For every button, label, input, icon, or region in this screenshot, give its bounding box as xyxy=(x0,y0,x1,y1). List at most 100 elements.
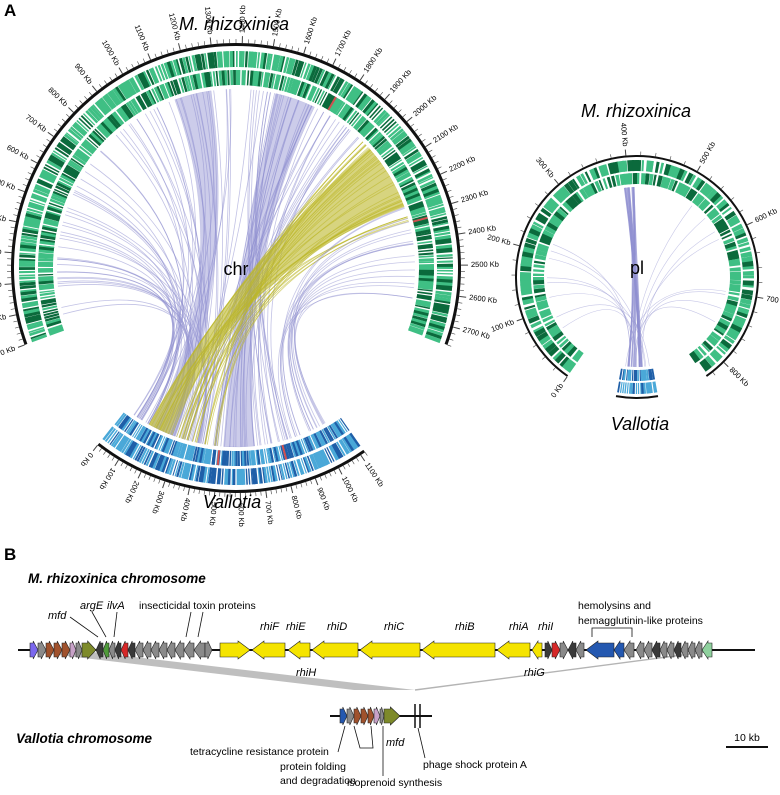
chr-top-gene-inner xyxy=(416,237,432,242)
chr-top-gene-outer xyxy=(381,118,395,131)
chr-top-gene-inner xyxy=(321,93,332,108)
pl-top-gene-outer xyxy=(731,223,744,233)
chr-top-gene-inner xyxy=(201,72,207,88)
chr-top-gene-outer xyxy=(20,288,37,293)
chr-tick xyxy=(454,214,459,216)
chr-bottom-gene-outer xyxy=(282,463,288,480)
chr-top-gene-outer xyxy=(377,114,391,127)
chr-top-gene-inner xyxy=(52,190,68,199)
pl-top-gene-outer xyxy=(709,192,722,204)
chr-link-collinear xyxy=(57,258,205,443)
pl-bottom-gene-inner xyxy=(651,368,656,380)
chr-bottom-gene-outer xyxy=(348,432,361,448)
chr-top-gene-inner xyxy=(365,127,379,141)
gene-arrow xyxy=(29,640,39,660)
chr-top-gene-inner xyxy=(53,188,69,197)
chr-top-gene-outer xyxy=(37,178,53,187)
chr-top-gene-inner xyxy=(390,161,405,172)
pl-top-gene-inner xyxy=(711,214,723,224)
chr-top-gene-outer xyxy=(125,79,137,95)
chr-top-gene-inner xyxy=(415,304,430,310)
pl-top-gene-inner xyxy=(729,271,742,278)
pl-top-gene-inner xyxy=(644,173,650,185)
chr-bottom-gene-outer xyxy=(293,460,300,476)
chr-top-gene-inner xyxy=(88,133,102,147)
chr-top-gene-outer xyxy=(41,169,58,179)
chr-tick xyxy=(442,178,447,181)
pl-top-gene-inner xyxy=(598,179,605,191)
chr-top-gene-inner xyxy=(399,179,414,188)
chr-tick xyxy=(365,80,368,85)
chr-top-gene-outer xyxy=(204,53,209,70)
chr-top-gene-outer xyxy=(436,266,453,270)
chr-bottom-gene-outer xyxy=(245,468,248,485)
chr-tick xyxy=(343,66,347,71)
chr-top-gene-inner xyxy=(130,98,142,114)
chr-top-gene-inner xyxy=(175,79,182,94)
pl-bottom-gene-outer xyxy=(624,382,627,394)
chr-top-tick-label: 1900 Kb xyxy=(388,68,413,95)
chr-top-gene-inner xyxy=(372,136,386,148)
chr-tick xyxy=(158,479,161,484)
vallotia-gene-arrow xyxy=(353,706,362,726)
chr-top-gene-inner xyxy=(418,261,434,264)
pl-top-gene-inner xyxy=(553,210,566,222)
chr-bottom-gene-inner xyxy=(307,435,316,451)
chr-tick xyxy=(389,100,393,104)
chr-tick xyxy=(447,344,452,347)
chr-top-gene-outer xyxy=(359,97,372,112)
chr-bottom-gene-outer xyxy=(328,444,340,461)
chr-link-inverted xyxy=(186,196,401,441)
chr-top-gene-inner xyxy=(42,224,58,230)
chr-top-gene-inner xyxy=(38,269,54,273)
chr-tick xyxy=(297,47,300,52)
chr-top-gene-outer xyxy=(148,67,160,84)
chr-top-gene-outer xyxy=(236,51,238,68)
chr-top-gene-inner xyxy=(402,184,418,195)
chr-top-gene-inner xyxy=(394,169,409,179)
chr-top-gene-inner xyxy=(370,133,385,147)
chr-top-gene-outer xyxy=(330,76,341,92)
chr-top-gene-inner xyxy=(38,276,54,279)
chr-top-gene-outer xyxy=(63,133,79,146)
pl-top-gene-outer xyxy=(735,232,747,240)
annotation-folding-line1: protein folding xyxy=(280,761,346,773)
chr-bottom-gene-outer xyxy=(257,467,261,484)
pl-top-gene-inner xyxy=(710,331,722,342)
chr-tick xyxy=(266,41,269,46)
gene-arrow xyxy=(69,640,77,660)
pl-top-gene-inner xyxy=(652,174,657,186)
chr-top-gene-inner xyxy=(92,130,105,143)
chr-link-collinear xyxy=(214,95,285,446)
chr-top-gene-outer xyxy=(430,316,447,324)
chr-bottom-gene-outer xyxy=(138,447,148,463)
chr-top-gene-inner xyxy=(417,291,433,295)
chr-link-collinear xyxy=(289,275,415,430)
chr-top-gene-inner xyxy=(38,261,54,265)
chr-top-gene-outer xyxy=(134,74,145,91)
chr-bottom-gene-outer xyxy=(107,429,118,444)
chr-bottom-gene-outer xyxy=(141,448,150,465)
chr-top-gene-outer xyxy=(182,57,189,74)
chr-bottom-gene-inner xyxy=(203,448,209,464)
pl-tick-label: 0 Kb xyxy=(549,381,565,399)
pl-top-gene-inner xyxy=(721,233,733,240)
chr-top-gene-inner xyxy=(393,166,409,178)
chr-top-gene-outer xyxy=(58,142,73,153)
chr-tick xyxy=(91,85,98,92)
chr-top-gene-inner xyxy=(408,201,424,210)
pl-tick xyxy=(739,209,744,212)
chr-top-gene-outer xyxy=(175,59,182,75)
chr-tick xyxy=(74,104,79,109)
chr-tick xyxy=(384,93,390,100)
chr-top-gene-inner xyxy=(113,111,125,124)
chr-tick xyxy=(14,326,19,329)
chr-link-collinear xyxy=(293,243,414,425)
pl-top-gene-inner xyxy=(536,299,548,307)
chr-top-gene-inner xyxy=(230,70,234,86)
chr-bottom-gene-outer xyxy=(279,463,286,480)
pl-top-gene-inner xyxy=(698,198,710,211)
pl-top-gene-inner xyxy=(728,287,741,293)
chr-top-gene-outer xyxy=(32,188,49,198)
pl-top-gene-outer xyxy=(733,315,747,326)
